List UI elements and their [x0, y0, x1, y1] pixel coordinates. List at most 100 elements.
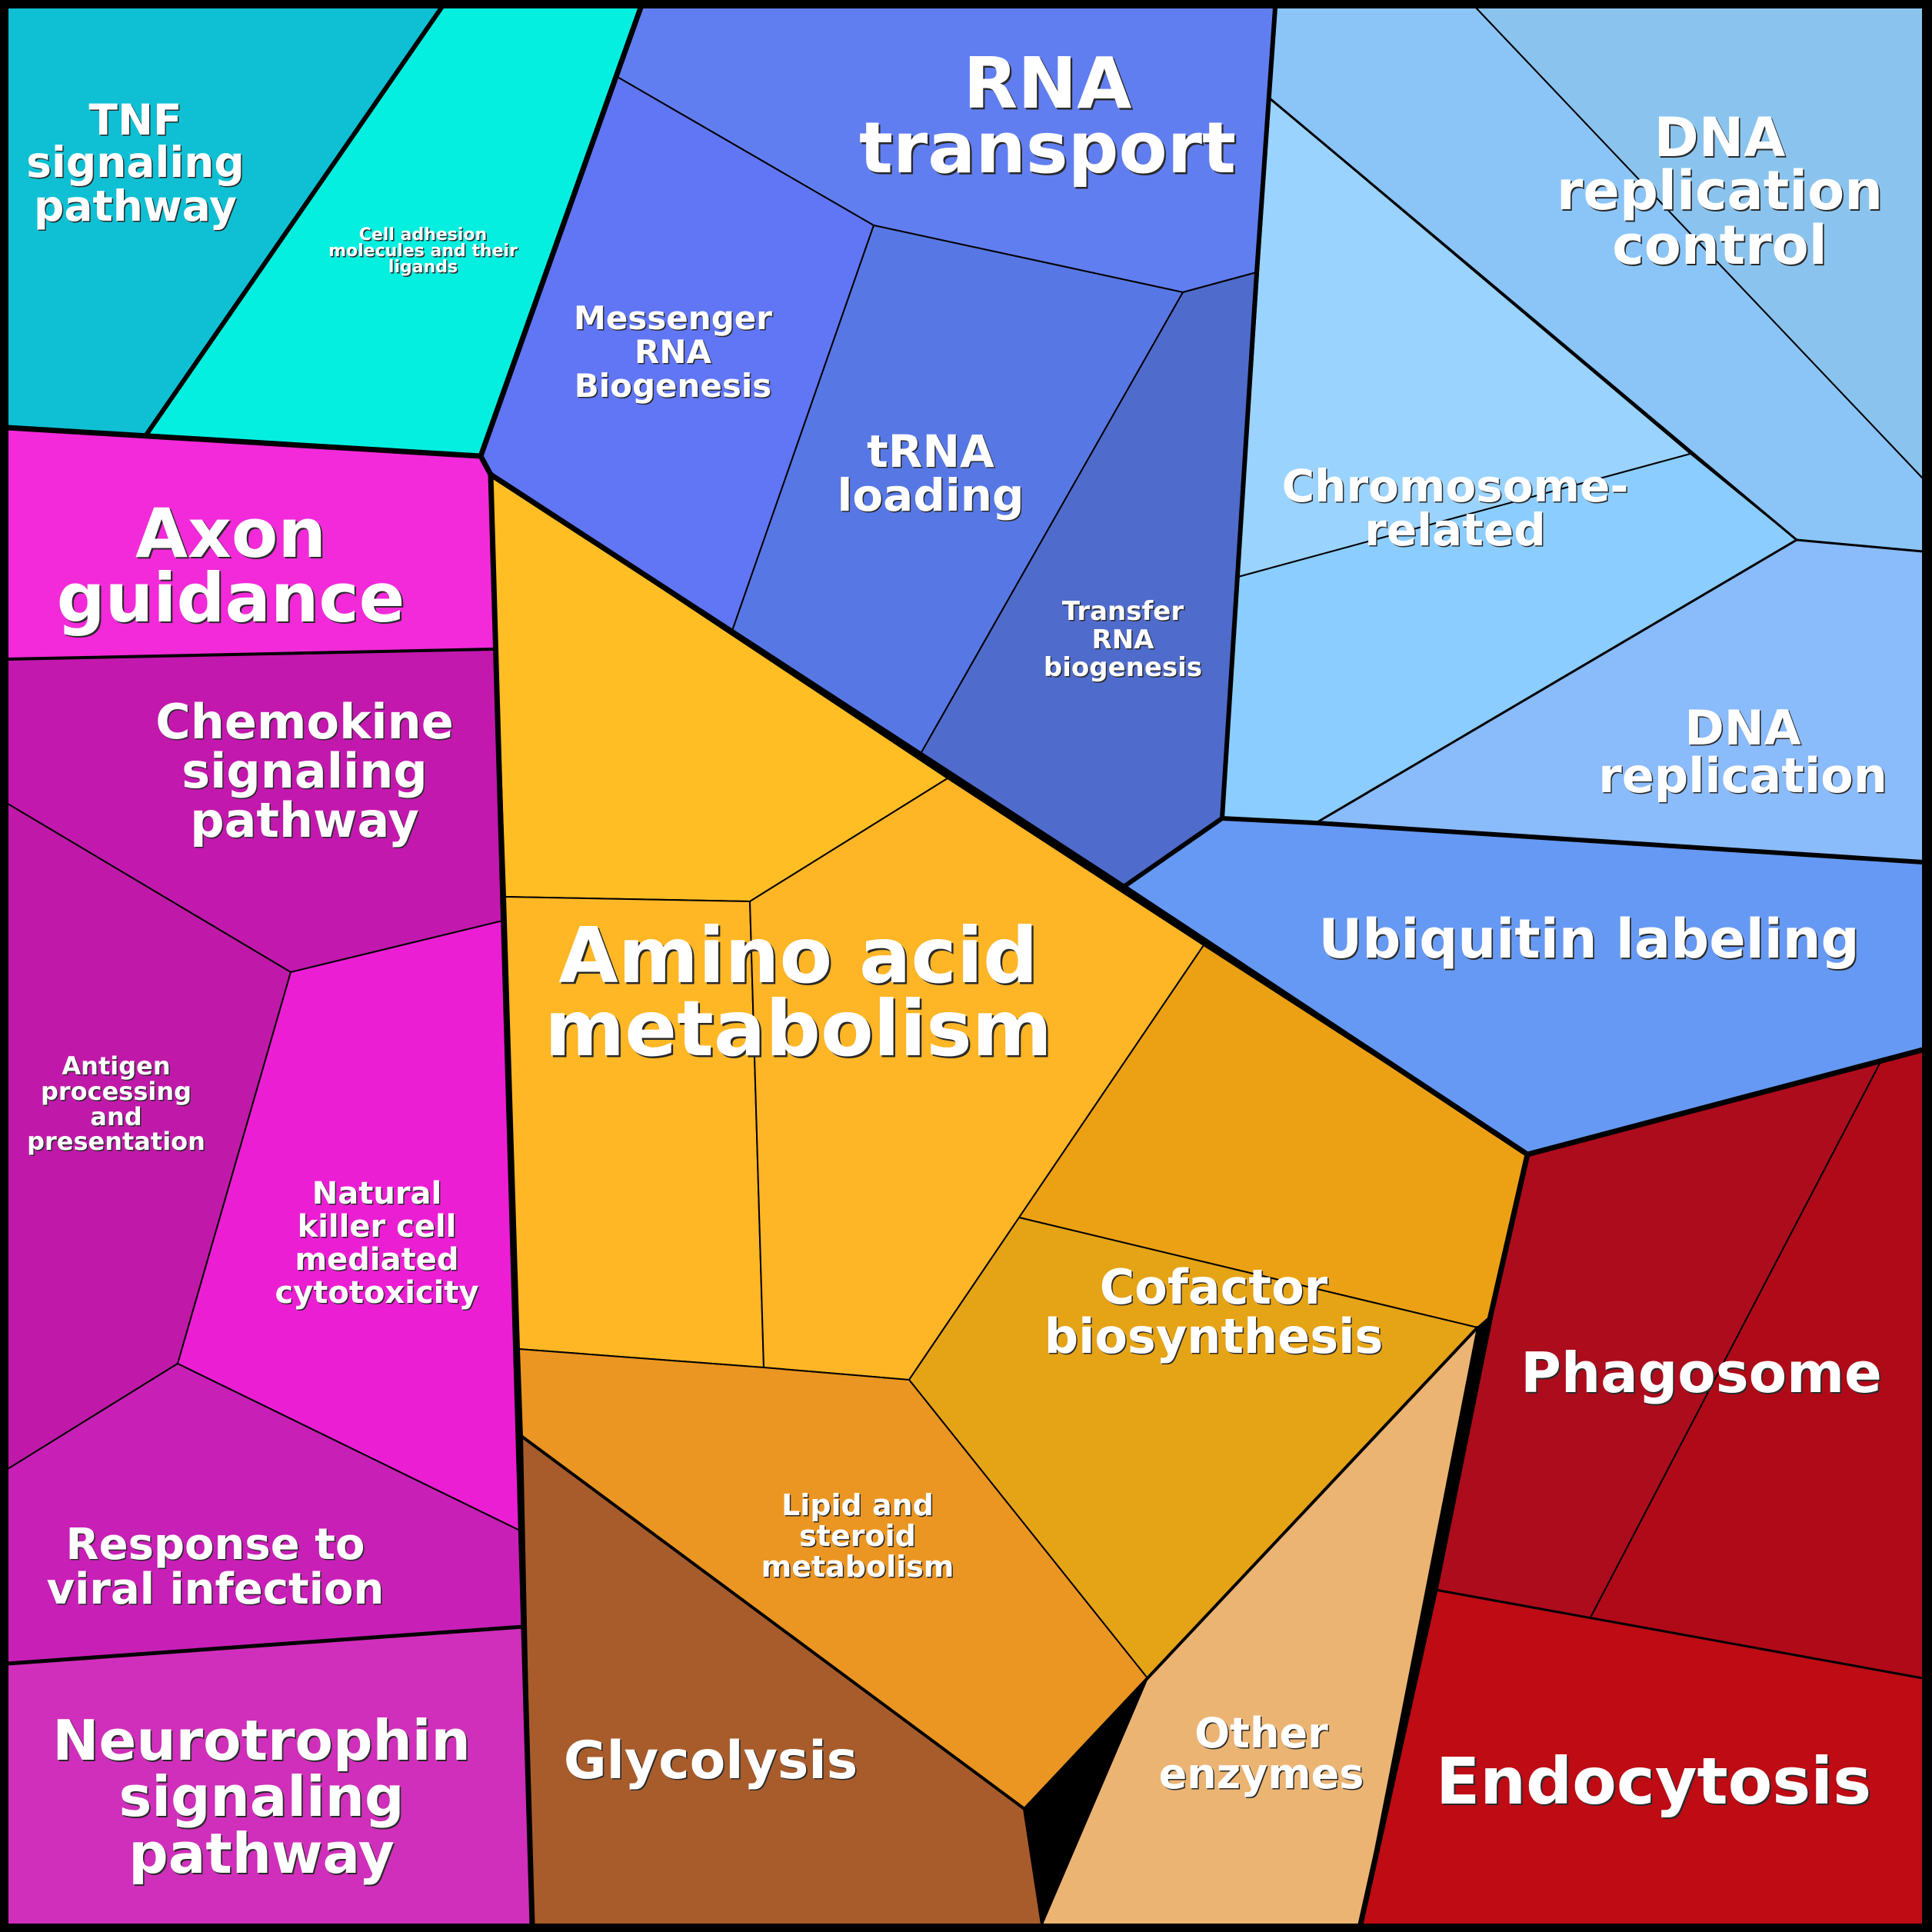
label-line: Chromosome- [1282, 460, 1629, 512]
group-boundary-line [1121, 5, 1277, 889]
label-line: killer cell [298, 1209, 457, 1244]
label-line: Lipid and [783, 1490, 935, 1524]
label-line: ligands [388, 258, 458, 277]
label-line: RNA [1093, 626, 1156, 657]
label-line: Neurotrophin [52, 1708, 470, 1773]
group-boundary-line [5, 1624, 526, 1666]
label-line: Glycolysis [564, 1730, 858, 1791]
label-line: Axon [137, 495, 328, 575]
label-line: cytotoxicity [276, 1277, 480, 1312]
label-line: Endocytosis [1437, 1745, 1873, 1820]
label-line: Transfer [1062, 596, 1184, 627]
label-line: Response to [67, 1521, 366, 1571]
label-line: molecules and their [330, 243, 519, 262]
label-line: Biogenesis [575, 368, 773, 406]
label-line: pathway [192, 794, 421, 850]
group-boundary-line [143, 5, 444, 438]
label-line: replication [1557, 159, 1883, 222]
label-line: Cell adhesion [359, 225, 487, 245]
label-line: pathway [128, 1821, 395, 1886]
group-boundaries [5, 5, 1926, 1927]
label-line: metabolism [762, 1551, 955, 1585]
label-line: processing [41, 1077, 192, 1106]
label-line: transport [861, 108, 1237, 191]
label-line: molecules and their [328, 242, 518, 261]
label-line: Chromosome- [1283, 461, 1630, 514]
label-line: metabolism [545, 984, 1052, 1074]
label-shadow: Ubiquitin labeling [1320, 909, 1860, 972]
label-line: biogenesis [1044, 652, 1202, 683]
label-line: killer cell [298, 1211, 458, 1246]
label-line: Ubiquitin labeling [1320, 909, 1860, 972]
label-line: guidance [58, 560, 407, 639]
label-line: tRNA [867, 425, 994, 478]
label-line: RNA [1092, 625, 1155, 655]
label-line: Ubiquitin labeling [1318, 908, 1859, 971]
label-line: Chemokine [155, 694, 454, 750]
label-line: guidance [57, 558, 405, 638]
label-line: signaling [183, 744, 429, 801]
label-line: replication [1598, 748, 1887, 804]
label-line: and [92, 1104, 143, 1133]
label-line: mediated [295, 1242, 458, 1277]
label-line: related [1366, 505, 1547, 558]
label-line: Cofactor [1100, 1259, 1328, 1315]
label-line: replication [1558, 161, 1884, 224]
label-line: Cell adhesion [360, 227, 488, 246]
label-line: Glycolysis [565, 1732, 859, 1793]
label-line: and [90, 1102, 142, 1131]
cells-layer [7, 7, 1924, 1925]
label-line: enzymes [1159, 1750, 1364, 1798]
label-line: pathway [130, 1823, 396, 1887]
label-line: Neurotrophin [54, 1710, 471, 1774]
label-line: biosynthesis [1044, 1308, 1384, 1364]
group-boundary-line [488, 471, 535, 1927]
label-line: Amino acid [558, 911, 1038, 1001]
label-line: metabolism [761, 1550, 954, 1584]
label-line: pathway [34, 182, 237, 231]
label-line: Other [1194, 1709, 1328, 1757]
group-boundary-line [1023, 1326, 1479, 1810]
label-line: RNA [636, 335, 713, 372]
label-line: signaling [182, 743, 428, 799]
label-line: Messenger [574, 299, 772, 337]
label-line: steroid [801, 1521, 918, 1554]
label-text: Phagosome [1521, 1341, 1882, 1405]
label-line: enzymes [1160, 1751, 1365, 1800]
label-line: mediated [296, 1244, 460, 1279]
label-line: RNA [963, 42, 1131, 125]
group-boundary-line [1314, 538, 1798, 824]
label-line: pathway [35, 183, 238, 232]
